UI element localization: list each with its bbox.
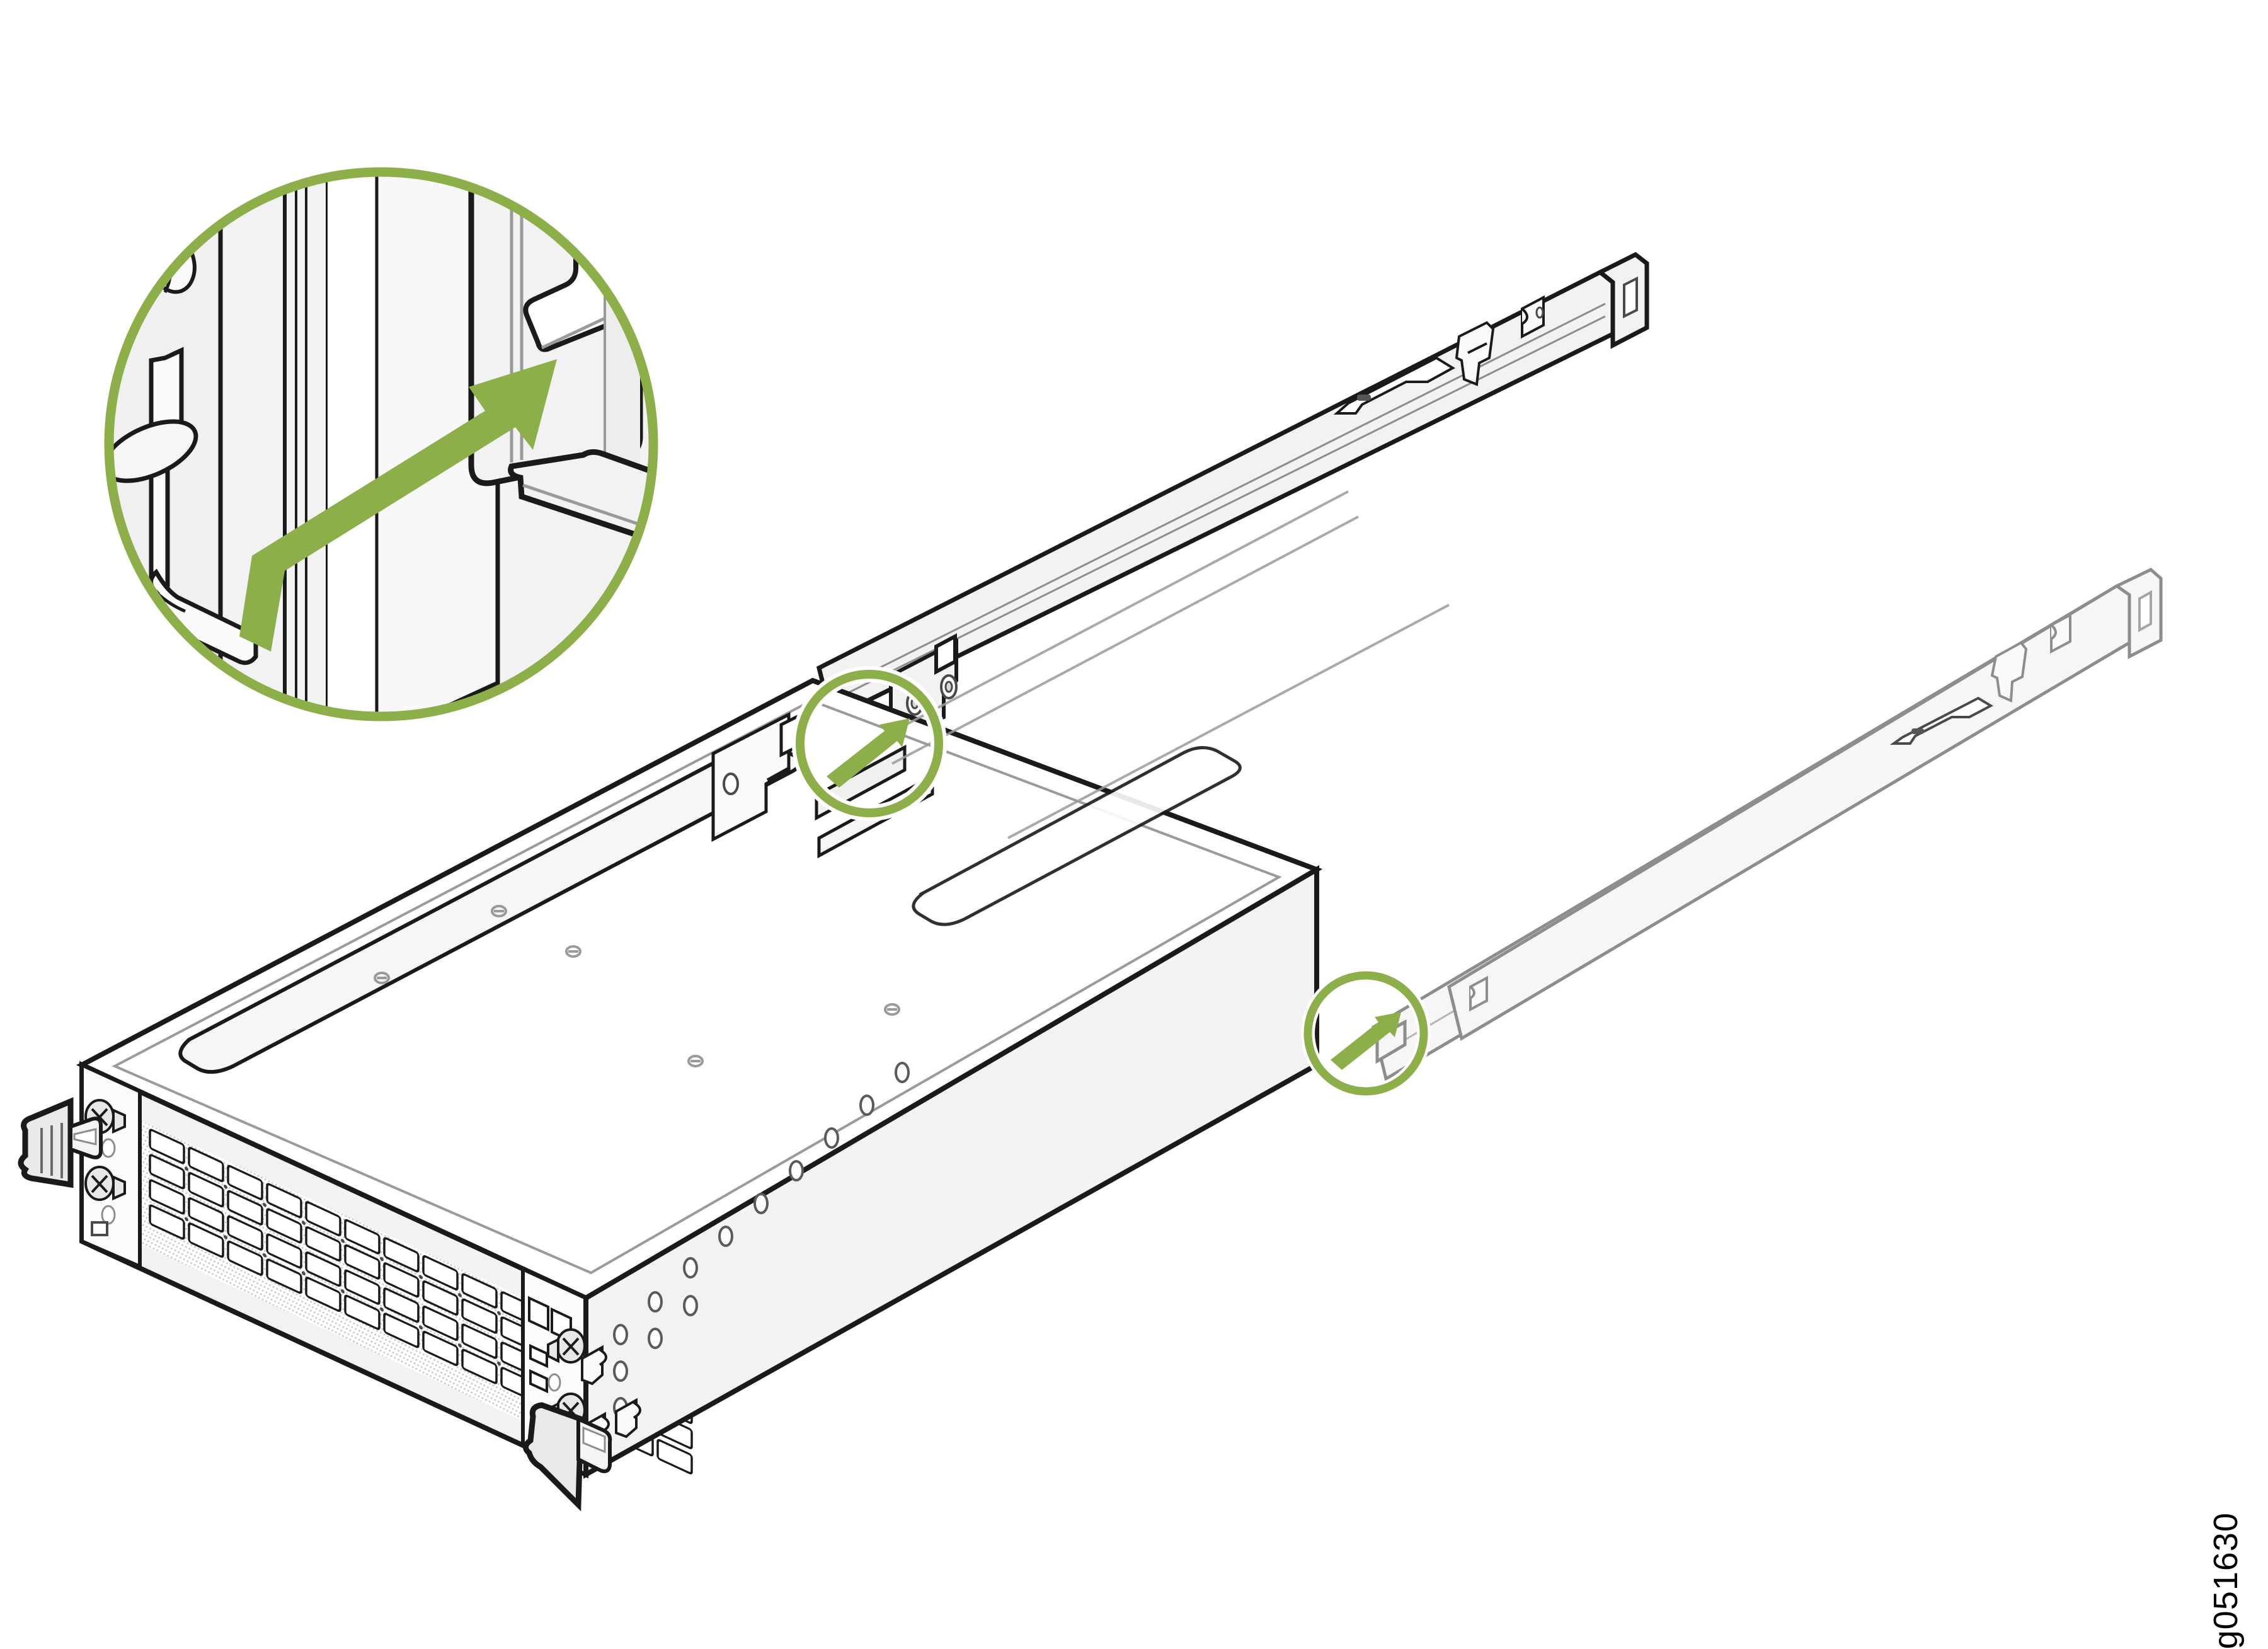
- detail-insertion-arrow: [239, 359, 557, 652]
- rail-ghost-overlay: [881, 490, 1450, 839]
- technical-illustration: [18, 57, 2163, 1512]
- management-port-usb-pair: [529, 1343, 548, 1394]
- rail-slot-cutout-upper: [1333, 356, 1455, 415]
- chassis-left-faceplate: [80, 1062, 142, 1270]
- captive-thumbscrew-lower-left: [84, 1166, 126, 1201]
- management-port-rj45-pair: [528, 1296, 572, 1343]
- mounting-rail-lower-front: [1372, 568, 2163, 1081]
- detail-keyhole-slot: [109, 419, 198, 483]
- cable-clip-pair: [1278, 1171, 1334, 1279]
- figure-id-label: g051630: [2207, 1512, 2245, 1649]
- marker-arrow-upper: [827, 718, 910, 788]
- chassis-side-screw-holes: [613, 1062, 910, 1418]
- detail-circle-ring: [104, 167, 658, 721]
- detail-marker-upper: [792, 666, 947, 821]
- rail-hook-tab-upper: [1521, 295, 1545, 339]
- rail-release-latch-upper: [1455, 321, 1495, 386]
- rail-hook-tab-lower: [2050, 612, 2071, 654]
- detail-marker-lower: [1301, 968, 1431, 1098]
- detail-bracket-foot: [508, 449, 653, 555]
- ear-handle-right[interactable]: [523, 1402, 612, 1512]
- rack-mount-chassis: [18, 490, 1450, 1512]
- figure-canvas: g051630: [18, 57, 2245, 1649]
- detail-keyhole-slot-plate: [109, 347, 198, 589]
- rail-hook-tab-lower-far: [1469, 975, 1488, 1012]
- ear-handle-left[interactable]: [18, 1097, 103, 1188]
- chassis-top-handle-slot-rear: [912, 746, 1242, 926]
- captive-thumbscrew-upper-right: [547, 1328, 586, 1364]
- rail-release-latch-lower: [1990, 641, 2028, 703]
- marker-arrow-lower: [1331, 1012, 1401, 1070]
- rack-post-rear-right: [1844, 57, 2131, 681]
- rail-slot-cutout-lower: [1889, 696, 1994, 745]
- chassis-port-bank: [149, 1129, 693, 1474]
